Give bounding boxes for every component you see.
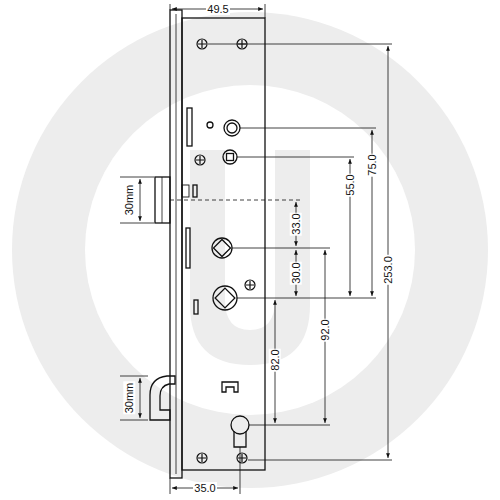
dimension-label: 30mm <box>123 184 135 217</box>
lock-case <box>182 18 265 470</box>
dimension-label: 92.0 <box>319 318 331 341</box>
dimension-label: 49.5 <box>206 3 229 15</box>
watermark-logo <box>12 12 488 488</box>
lock-features <box>186 108 249 447</box>
screw-holes <box>195 39 255 463</box>
dimension-label: 35.0 <box>193 482 216 494</box>
hook-bolt <box>150 376 175 420</box>
dimension-label: 253.0 <box>382 255 394 285</box>
dimension-label: 75.0 <box>366 153 378 176</box>
faceplate <box>170 10 182 478</box>
dimension-lines <box>120 4 392 494</box>
dimension-label: 82.0 <box>269 348 281 371</box>
dimension-label: 30mm <box>123 382 135 415</box>
dimension-label: 33.0 <box>290 212 302 235</box>
dimension-label: 55.0 <box>344 173 356 196</box>
dimension-label: 30.0 <box>290 261 302 284</box>
